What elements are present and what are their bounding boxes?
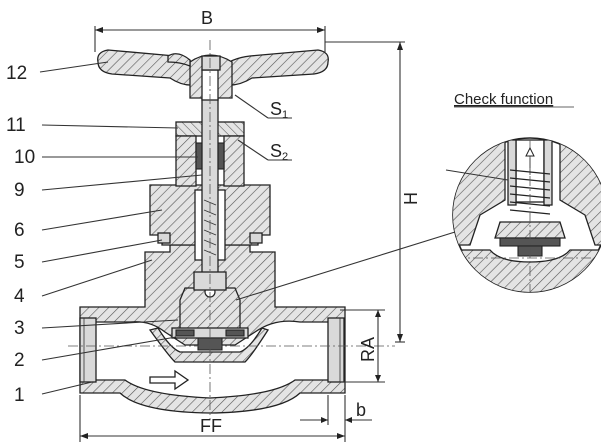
callout-5: 5 — [14, 252, 25, 273]
check-function-detail — [452, 137, 601, 293]
callout-10: 11 — [6, 115, 26, 136]
dim-h: H — [401, 192, 421, 205]
flow-arrow-icon — [149, 369, 190, 391]
dim-b-width: B — [201, 8, 213, 28]
label-s2: S2 — [270, 141, 288, 163]
callout-11: 12 — [6, 63, 27, 84]
leader-lines — [39, 61, 456, 395]
callout-6: 6 — [14, 220, 25, 241]
callout-1: 1 — [14, 385, 25, 406]
dim-b-thread: b — [356, 400, 366, 420]
dim-ff: FF — [200, 416, 222, 436]
callout-8: 9 — [14, 180, 25, 201]
callout-3: 3 — [14, 318, 25, 339]
callout-9: 10 — [14, 147, 35, 168]
callout-labels: 12 11 10 9 6 5 4 3 2 1 — [6, 63, 509, 406]
callout-4: 4 — [14, 286, 25, 307]
dimension-labels: B H RA FF b S1 S2 — [200, 8, 421, 436]
handwheel — [97, 49, 329, 101]
callout-2: 2 — [14, 350, 25, 371]
check-function-title: Check function — [454, 91, 553, 108]
dimension-lines — [79, 26, 405, 442]
dim-ra: RA — [358, 337, 378, 362]
label-s1: S1 — [270, 99, 288, 121]
